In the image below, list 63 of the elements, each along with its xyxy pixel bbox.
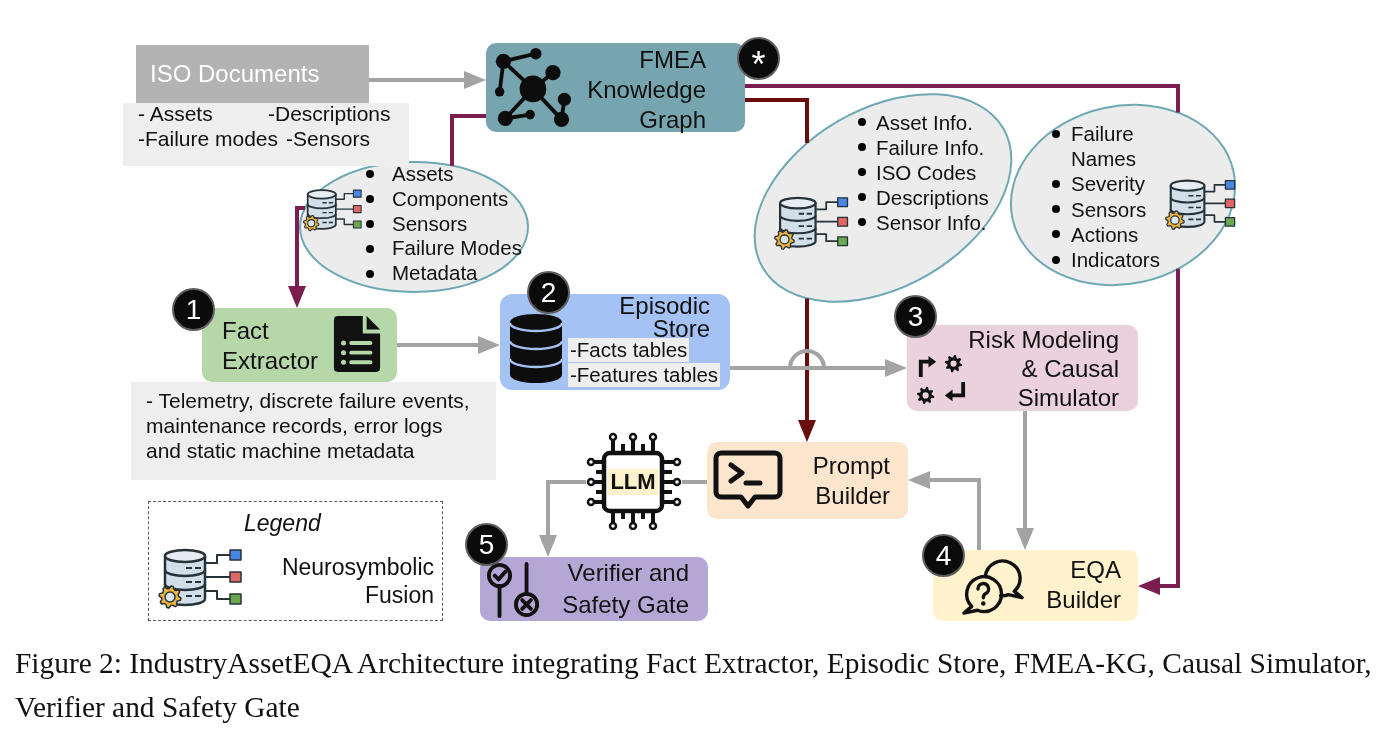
legend-title: Legend <box>244 509 321 537</box>
figure-caption: Figure 2: IndustryAssetEQA Architecture integrating Fact Extractor, Episodic Store, FMEA-KG, Causal Simulator, Verifier and Safety Gate <box>15 646 1373 725</box>
box-label: FMEA Knowledge Graph <box>586 45 706 135</box>
box-label: Prompt Builder <box>811 451 890 511</box>
legend-text: Neurosymbolic Fusion <box>280 553 434 609</box>
step-number-marker: 3 <box>894 295 937 338</box>
list-item-text: Sensors <box>1071 196 1147 222</box>
list-item-text: Actions <box>1071 221 1139 247</box>
source-box <box>136 45 369 103</box>
table-entry-text: -Features tables <box>568 363 721 387</box>
arrow <box>1138 268 1180 595</box>
box-label: Fact Extractor <box>222 316 320 376</box>
process-box <box>486 43 745 132</box>
list-item-text: Metadata <box>392 261 478 286</box>
step-number-marker: 5 <box>465 523 508 566</box>
connector-line <box>745 84 1180 113</box>
note-text: - Assets <box>138 103 213 125</box>
list-item-text: Failure Info. <box>876 134 985 160</box>
step-number-marker: * <box>737 37 780 80</box>
ellipse-bubble <box>1007 103 1239 287</box>
list-item-text: Severity <box>1071 171 1146 197</box>
process-box <box>707 442 908 519</box>
list-item-text: Sensors <box>392 211 468 237</box>
table-entry-text: -Facts tables <box>568 338 690 362</box>
step-number-marker: 4 <box>922 534 965 577</box>
ellipse-bubble <box>298 160 530 294</box>
list-item-text: Descriptions <box>876 184 989 210</box>
list-item-text: Failure Names <box>1071 121 1137 172</box>
arrow <box>397 336 500 354</box>
note-text: -Descriptions <box>268 103 391 125</box>
box-label: Verifier and Safety Gate <box>561 558 689 620</box>
note-text: -Sensors <box>286 128 371 150</box>
list-item-text: Components <box>392 186 509 212</box>
step-number-marker: 1 <box>172 288 215 331</box>
arrow <box>288 206 306 308</box>
list-item-text: Assets <box>392 162 454 187</box>
connector-line <box>682 480 707 484</box>
list-item-text: Failure Modes <box>392 236 522 262</box>
note-panel <box>123 103 409 166</box>
connector-line <box>745 98 809 144</box>
chip-label: LLM <box>607 469 659 495</box>
process-box <box>907 325 1138 411</box>
note-text: -Failure modes <box>138 128 279 150</box>
note-text: - Telemetry, discrete failure events, maintenance records, error logs and static machine metadata <box>146 387 471 463</box>
list-item-text: ISO Codes <box>876 159 977 185</box>
connector-line <box>450 114 486 166</box>
arrow <box>369 71 486 89</box>
list-item-text: Asset Info. <box>876 109 973 135</box>
arrow <box>908 471 981 550</box>
arrow <box>1016 411 1034 550</box>
arrow <box>798 298 816 442</box>
process-box <box>202 308 397 382</box>
box-label: ISO Documents <box>150 59 320 89</box>
process-box <box>480 557 708 621</box>
box-label: Risk Modeling & Causal Simulator <box>967 325 1119 412</box>
list-item-text: Sensor Info. <box>876 209 987 235</box>
box-label: EQA Builder <box>1045 555 1121 615</box>
arrow <box>728 349 907 377</box>
list-item-text: Indicators <box>1071 247 1160 273</box>
ellipse-bubble <box>752 93 1014 303</box>
note-panel <box>131 382 496 480</box>
arrow <box>539 480 586 557</box>
box-label: Episodic Store <box>618 294 710 340</box>
